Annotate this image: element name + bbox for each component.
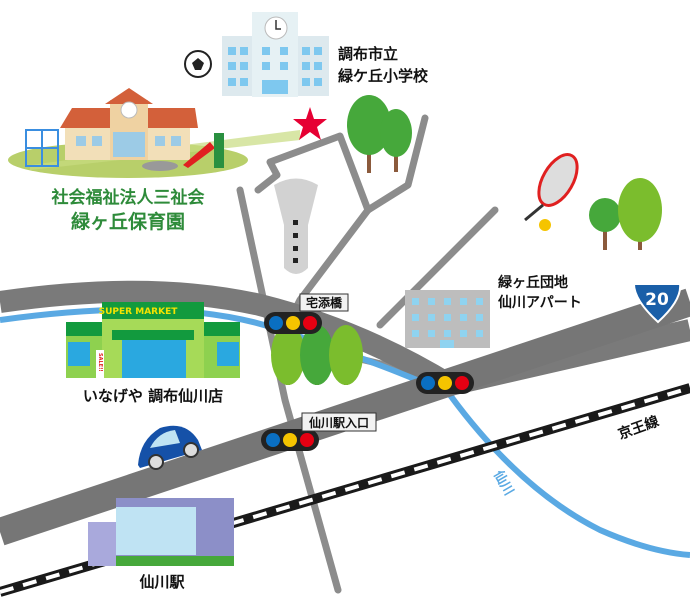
sale-sign: SALE!! [97, 353, 103, 372]
route-number-label: 20 [645, 290, 669, 310]
school-label-line2: 緑ケ丘小学校 [338, 67, 429, 85]
supermarket-illustration [66, 302, 240, 378]
car-icon [138, 425, 202, 470]
nursery-label-line2: 緑ヶ丘保育園 [71, 210, 185, 233]
traffic-light-station [261, 429, 319, 451]
station-entrance-intersection-sign: 仙川駅入口 [309, 415, 369, 430]
trees-east [589, 178, 662, 250]
supermarket-sign: SUPER MARKET [99, 307, 179, 317]
nursery-illustration [8, 88, 300, 178]
bridge-intersection-sign: 宅添橋 [306, 295, 343, 310]
traffic-light-bridge [264, 312, 322, 334]
trees-school [347, 95, 412, 173]
apartment-illustration [405, 290, 490, 348]
supermarket-name-label: いなげや 調布仙川店 [83, 387, 223, 405]
water-tower [274, 178, 318, 274]
soccer-ball-icon [184, 50, 212, 78]
tennis-racket-icon [524, 153, 579, 231]
trees-center [271, 325, 363, 385]
river-label: 仙川 [490, 468, 517, 499]
curved-road [0, 280, 690, 397]
destination-star-icon [293, 107, 327, 140]
railway-label: 京王線 [616, 413, 661, 443]
station-illustration [88, 498, 234, 566]
nursery-label-line1: 社会福祉法人三祉会 [51, 187, 205, 208]
school-illustration [222, 12, 329, 97]
school-label-line1: 調布市立 [338, 45, 398, 63]
apartment-label-line1: 緑ヶ丘団地 [498, 274, 568, 291]
traffic-light-east [416, 372, 474, 394]
station-label: 仙川駅 [139, 573, 185, 591]
apartment-label-line2: 仙川アパート [498, 294, 582, 311]
route-20-shield-icon [632, 283, 682, 324]
